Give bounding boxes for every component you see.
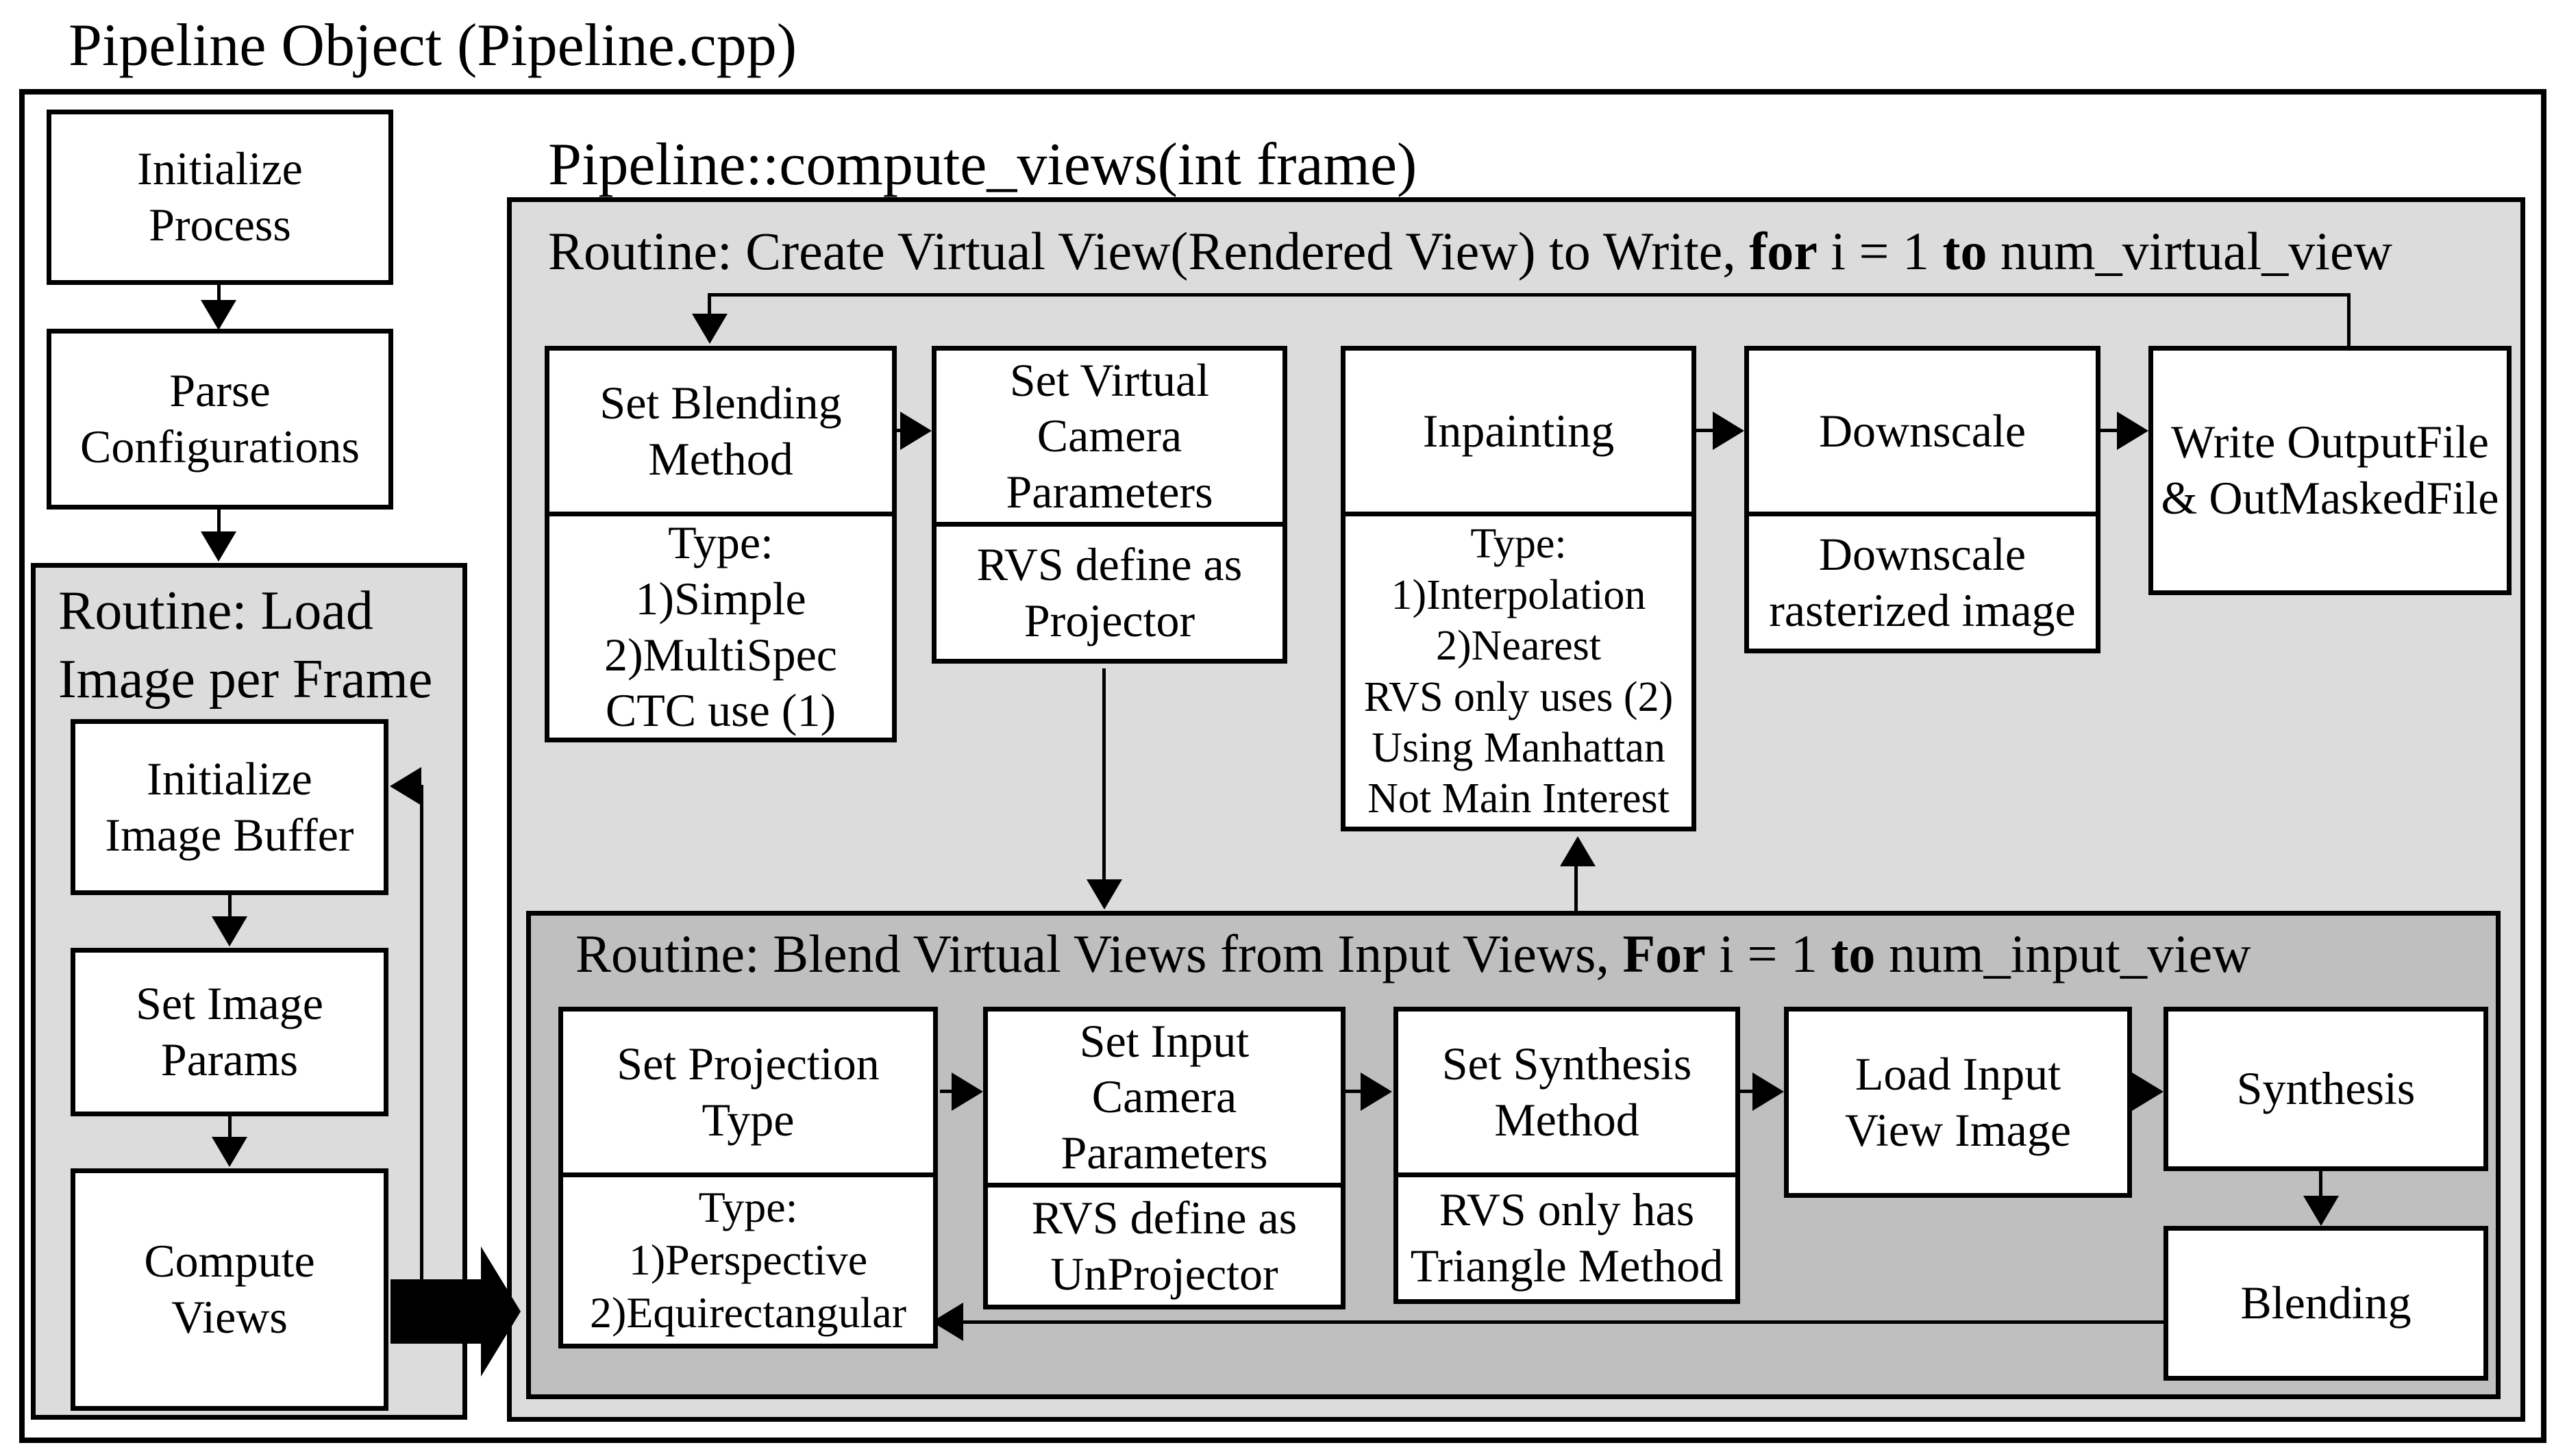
set-projection-type-detail: Type: 1)Perspective 2)Equirectangular: [563, 1172, 933, 1344]
parse-configurations-box: Parse Configurations: [47, 329, 393, 510]
arrowhead-right-synthesismethod: [1361, 1072, 1392, 1111]
downscale-box: Downscale Downscale rasterized image: [1744, 346, 2100, 653]
connector-imagebuffer-setparams: [228, 886, 232, 918]
load-input-view-image-label: Load Input View Image: [1844, 1047, 2072, 1156]
compute-views-box: Compute Views: [71, 1168, 388, 1411]
header-to-keyword: to: [1942, 221, 1987, 281]
arrowhead-down-blending: [2303, 1196, 2339, 1226]
arrowhead-right-downscale: [1713, 412, 1744, 450]
connector-virtualview-loop-right: [2347, 293, 2351, 346]
set-synthesis-method-title: Set Synthesis Method: [1441, 1037, 1692, 1146]
arrowhead-down-setparams: [212, 916, 247, 946]
set-input-camera-parameters-title: Set Input Camera Parameters: [1061, 1014, 1268, 1179]
fat-arrow-head: [481, 1246, 521, 1377]
set-input-camera-parameters-detail: RVS define as UnProjector: [988, 1183, 1341, 1305]
header-text: Routine: Create Virtual View(Rendered Vi…: [548, 221, 1750, 281]
set-synthesis-method-box: Set Synthesis Method RVS only has Triang…: [1393, 1007, 1740, 1304]
downscale-title: Downscale: [1818, 404, 2026, 457]
inpainting-title: Inpainting: [1422, 404, 1615, 457]
header-for-keyword: for: [1749, 221, 1818, 281]
set-virtual-camera-parameters-box: Set Virtual Camera Parameters RVS define…: [932, 346, 1287, 664]
inpainting-detail: Type: 1)Interpolation 2)Nearest RVS only…: [1346, 512, 1691, 827]
connector-synthesismethod-loadinput: [1731, 1090, 1755, 1093]
set-image-params-label: Set Image Params: [136, 977, 323, 1085]
set-virtual-camera-parameters-detail: RVS define as Projector: [937, 522, 1282, 659]
page-title: Pipeline Object (Pipeline.cpp): [69, 12, 797, 79]
write-outputfile-label: Write OutputFile & OutMaskedFile: [2161, 416, 2499, 524]
set-projection-type-title: Set Projection Type: [617, 1037, 880, 1146]
fat-arrow-body: [390, 1279, 481, 1344]
arrowhead-right-writeoutput: [2117, 412, 2148, 450]
load-input-view-image-box: Load Input View Image: [1784, 1007, 2132, 1198]
header-for-keyword: For: [1622, 924, 1706, 983]
arrowhead-right-synthesis: [2132, 1072, 2164, 1111]
header-text: num_input_view: [1875, 924, 2251, 983]
write-outputfile-box: Write OutputFile & OutMaskedFile: [2148, 346, 2512, 595]
arrowhead-up-inpainting: [1560, 836, 1596, 866]
blend-virtual-views-routine-header: Routine: Blend Virtual Views from Input …: [575, 923, 2251, 985]
inpainting-box: Inpainting Type: 1)Interpolation 2)Neare…: [1341, 346, 1696, 831]
connector-projection-inputcamera: [940, 1090, 955, 1093]
set-input-camera-parameters-box: Set Input Camera Parameters RVS define a…: [983, 1007, 1346, 1309]
blending-label: Blending: [2240, 1277, 2412, 1329]
connector-inputcamera-synthesismethod: [1336, 1090, 1363, 1093]
synthesis-box: Synthesis: [2164, 1007, 2488, 1171]
arrowhead-right-virtualcamera: [900, 412, 932, 450]
connector-frameloop-vertical: [420, 785, 423, 1281]
compute-views-function-header: Pipeline::compute_views(int frame): [548, 131, 1417, 198]
set-blending-method-detail: Type: 1)Simple 2)MultiSpec CTC use (1): [549, 512, 892, 738]
downscale-detail: Downscale rasterized image: [1749, 512, 2096, 649]
set-synthesis-method-detail: RVS only has Triangle Method: [1398, 1172, 1735, 1299]
header-to-keyword: to: [1831, 924, 1876, 983]
header-text: Routine: Blend Virtual Views from Input …: [575, 924, 1623, 983]
compute-views-label: Compute Views: [144, 1235, 315, 1343]
connector-virtualview-loop-horizontal: [708, 293, 2351, 297]
initialize-image-buffer-box: Initialize Image Buffer: [71, 719, 388, 895]
connector-inpainting-downscale: [1687, 429, 1715, 432]
arrowhead-down-parseconfig: [201, 300, 236, 330]
set-image-params-box: Set Image Params: [71, 948, 388, 1116]
connector-virtualcamera-blendroutine: [1102, 668, 1106, 881]
connector-setparams-computeviews: [228, 1107, 232, 1138]
arrowhead-down-computeviews: [212, 1137, 247, 1167]
arrowhead-left-imagebuffer: [390, 767, 421, 805]
arrowhead-down-setblending: [692, 314, 728, 344]
blending-box: Blending: [2164, 1226, 2488, 1381]
initialize-image-buffer-label: Initialize Image Buffer: [105, 752, 354, 861]
set-blending-method-box: Set Blending Method Type: 1)Simple 2)Mul…: [545, 346, 897, 742]
load-image-routine-header: Routine: Load Image per Frame: [58, 581, 433, 710]
initialize-process-box: Initialize Process: [47, 110, 393, 285]
connector-synthesis-blending: [2319, 1171, 2322, 1198]
synthesis-label: Synthesis: [2236, 1062, 2416, 1115]
header-text: i = 1: [1817, 221, 1943, 281]
arrowhead-down-blendroutine: [1087, 879, 1122, 909]
connector-blending-projection-feedback: [962, 1320, 2164, 1324]
connector-virtualview-loop-left: [708, 293, 711, 316]
connector-parseconfig-loadroutine: [217, 500, 221, 533]
header-text: num_virtual_view: [1987, 221, 2392, 281]
arrowhead-right-loadinput: [1752, 1072, 1784, 1111]
connector-downscale-write: [2091, 429, 2118, 432]
connector-blendroutine-inpainting: [1574, 865, 1578, 912]
set-projection-type-box: Set Projection Type Type: 1)Perspective …: [558, 1007, 938, 1348]
set-virtual-camera-parameters-title: Set Virtual Camera Parameters: [1006, 353, 1213, 518]
initialize-process-label: Initialize Process: [137, 142, 303, 251]
create-virtual-view-routine-header: Routine: Create Virtual View(Rendered Vi…: [548, 221, 2392, 282]
arrowhead-right-inputcamera: [952, 1072, 983, 1111]
parse-configurations-label: Parse Configurations: [80, 364, 360, 473]
set-blending-method-title: Set Blending Method: [599, 376, 842, 485]
arrowhead-down-loadroutine: [201, 531, 236, 562]
connector-initprocess-parseconfig: [217, 275, 221, 303]
header-text: i = 1: [1705, 924, 1831, 983]
